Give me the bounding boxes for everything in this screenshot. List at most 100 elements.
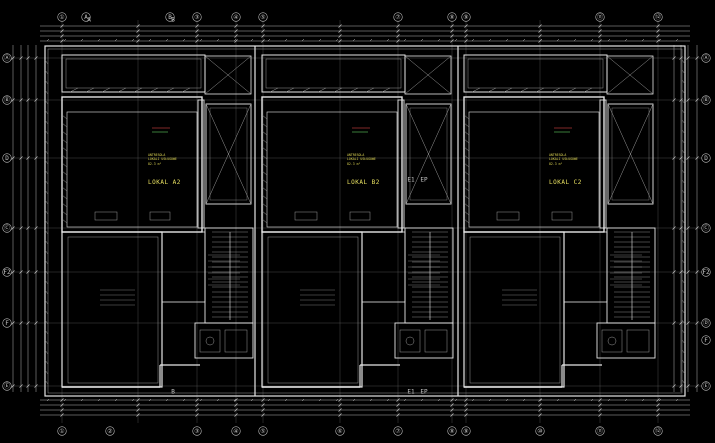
terrace-hatch — [101, 87, 111, 93]
wall-hatch — [463, 146, 470, 152]
terrace-hatch — [503, 87, 513, 93]
column-wall — [599, 99, 607, 229]
dimension-tick — [369, 38, 373, 42]
grid-right-4 — [701, 223, 711, 233]
dimension-tick — [598, 39, 602, 43]
outer-wall-hatch — [681, 229, 686, 235]
dimension-tick — [352, 38, 356, 42]
grid-bottom-5-label: ⑤ — [260, 428, 265, 435]
dimension-tick — [19, 156, 23, 160]
terrace-hatch — [567, 87, 577, 93]
grid-top-1 — [57, 12, 67, 22]
outer-wall-hatch — [44, 269, 49, 275]
wall-hatch — [61, 130, 68, 136]
grid-top-2 — [81, 12, 91, 22]
dimension-tick — [136, 29, 140, 33]
lower-room-annex — [563, 231, 608, 303]
wall-hatch — [463, 154, 470, 160]
dimension-tick — [471, 38, 475, 42]
dimension-tick — [598, 29, 602, 33]
dimension-tick — [672, 270, 676, 274]
dimension-tick — [234, 398, 238, 402]
grid-bottom-11 — [595, 426, 605, 436]
dimension-tick — [464, 403, 468, 407]
dimension-tick — [505, 38, 509, 42]
dimension-tick — [195, 39, 199, 43]
dimension-tick — [60, 29, 64, 33]
grid-left-5-label: F2 — [3, 269, 11, 276]
toilet-cubicle — [399, 329, 421, 353]
dimension-tick — [80, 398, 84, 402]
outer-wall-hatch — [44, 299, 49, 305]
grid-top-11 — [653, 12, 663, 22]
grid-left-3-label: D — [5, 155, 9, 162]
shaft — [205, 103, 252, 205]
terrace-hatch — [69, 87, 79, 93]
outer-wall-hatch — [44, 169, 49, 175]
stair-room-diagonal — [404, 55, 452, 95]
dimension-tick — [182, 38, 186, 42]
dimension-tick — [234, 413, 238, 417]
lower-room-annex — [361, 231, 406, 303]
dimension-tick — [538, 34, 542, 38]
grid-left-5 — [2, 267, 12, 277]
outer-wall-hatch — [681, 289, 686, 295]
dimension-tick — [301, 38, 305, 42]
unit-area: 82.3 m² — [347, 162, 361, 166]
dimension-tick — [234, 408, 238, 412]
grid-bottom-2-label: ② — [107, 428, 112, 435]
outer-wall-hatch — [681, 119, 686, 125]
unit-label: LOKAL C2 — [549, 179, 582, 186]
terrace-hatch — [317, 87, 327, 93]
grid-bottom-5 — [258, 426, 268, 436]
wall-hatch — [463, 194, 470, 200]
dimension-tick — [538, 398, 542, 402]
dimension-tick — [136, 39, 140, 43]
outer-wall-hatch — [681, 259, 686, 265]
dimension-tick — [60, 413, 64, 417]
outer-wall-hatch — [44, 219, 49, 225]
wall-hatch — [463, 122, 470, 128]
lower-room-annex — [161, 231, 206, 303]
dimension-tick — [352, 398, 356, 402]
dimension-tick — [607, 398, 611, 402]
outer-wall-hatch — [44, 249, 49, 255]
dimension-tick — [607, 38, 611, 42]
wall-hatch — [261, 146, 268, 152]
terrace-hatch — [535, 87, 545, 93]
dimension-tick — [284, 38, 288, 42]
dimension-tick — [386, 38, 390, 42]
grid-top-8 — [447, 12, 457, 22]
dimension-tick — [11, 270, 15, 274]
terrace-hatch — [149, 87, 159, 93]
terrace-inner — [265, 58, 402, 89]
terrace-hatch — [85, 87, 95, 93]
terrace-hatch — [583, 87, 593, 93]
dimension-tick — [26, 156, 30, 160]
dimension-tick — [686, 156, 690, 160]
grid-top-5-label: ④ — [233, 14, 238, 21]
toilet-block — [394, 322, 454, 359]
dimension-tick — [396, 413, 400, 417]
dimension-tick — [695, 321, 699, 325]
dimension-tick — [624, 38, 628, 42]
dimension-tick — [538, 24, 542, 28]
outer-wall-hatch — [44, 379, 49, 385]
outer-wall-hatch — [44, 99, 49, 105]
outer-wall-hatch — [44, 259, 49, 265]
shaft — [405, 103, 452, 205]
dimension-tick — [199, 38, 203, 42]
unit-room-name-line1: ANTRESOLA — [347, 153, 364, 157]
dimension-tick — [60, 39, 64, 43]
section-mark-7: EP — [420, 177, 428, 184]
grid-bottom-12-label: ⑫ — [655, 427, 661, 435]
dimension-tick — [656, 413, 660, 417]
outer-wall-hatch — [44, 69, 49, 75]
terrace-hatch — [269, 87, 279, 93]
grid-bottom-10-label: ⑩ — [537, 428, 542, 435]
dimension-tick — [165, 38, 169, 42]
wall-hatch — [261, 122, 268, 128]
dimension-tick — [261, 398, 265, 402]
dimension-tick — [656, 403, 660, 407]
